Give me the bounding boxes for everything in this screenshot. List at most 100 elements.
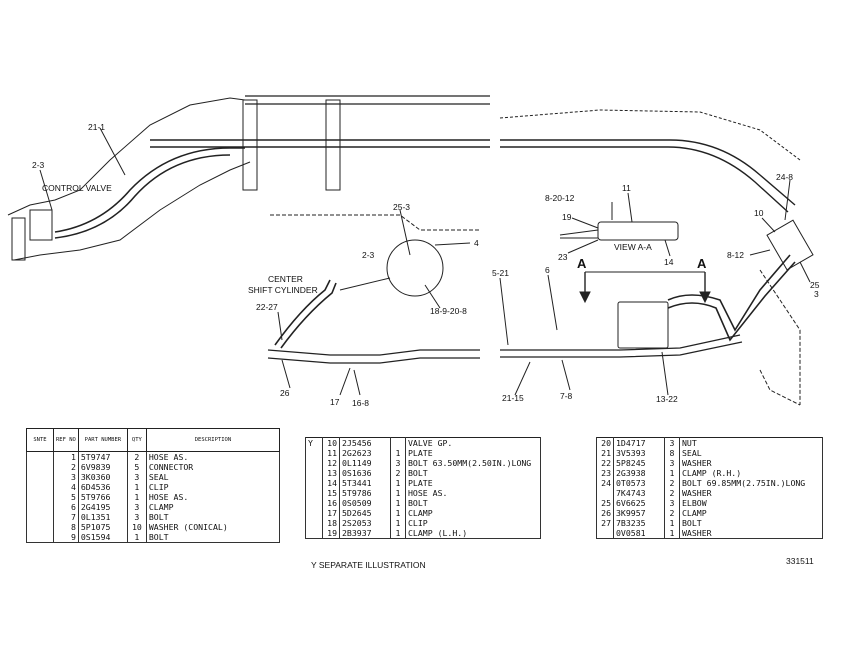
cell-ref: 27: [596, 518, 614, 528]
mid-lower-rail: [267, 349, 480, 356]
cell-ref: 3: [53, 472, 79, 482]
callout-21-1: 21-1: [88, 122, 105, 132]
cell-qty: 2: [664, 488, 680, 498]
cell-qty: 3: [390, 458, 406, 468]
cell-part: 2G3938: [613, 468, 665, 478]
hose-15b: [667, 261, 796, 342]
cell-ref: 16: [322, 498, 340, 508]
cell-ref: 2: [53, 462, 79, 472]
cell-mark: [305, 488, 323, 498]
cell-qty: 2: [126, 451, 147, 462]
cell-desc: BOLT: [145, 512, 281, 522]
cell-ref: 10: [322, 437, 340, 448]
control-valve-body: [29, 209, 53, 241]
cell-part: 5T9786: [339, 488, 391, 498]
cell-qty: 2: [664, 478, 680, 488]
cell-desc: HOSE AS.: [145, 492, 281, 502]
cell-ref: 20: [596, 437, 614, 448]
control-valve-bracket: [11, 217, 26, 261]
cell-qty: 3: [664, 437, 680, 448]
center-frame: [270, 214, 480, 231]
header-part-number: PART NUMBER: [77, 428, 128, 452]
hose-1: [54, 147, 245, 233]
frame-outline-lower-left: [13, 161, 251, 261]
cell-snte: [26, 451, 54, 462]
cell-qty: 1: [126, 492, 147, 502]
cell-mark: [305, 458, 323, 468]
cell-part: 5T3441: [339, 478, 391, 488]
cell-qty: 1: [390, 518, 406, 528]
cell-qty: 5: [126, 462, 147, 472]
cell-snte: [26, 462, 54, 472]
cell-qty: 1: [390, 528, 406, 539]
callout-18-9-20-8: 18-9-20-8: [430, 306, 467, 316]
cell-mark: [305, 448, 323, 458]
cell-part: 2G2623: [339, 448, 391, 458]
callout-8-20-12: 8-20-12: [545, 193, 575, 203]
cell-ref: 26: [596, 508, 614, 518]
cell-desc: BOLT 63.50MM(2.50IN.)LONG: [405, 458, 541, 468]
hose-5b: [280, 282, 337, 349]
cell-qty: 1: [664, 518, 680, 528]
cell-desc: VALVE GP.: [405, 437, 541, 448]
cell-part: 7B3235: [613, 518, 665, 528]
cell-part: 7K4743: [613, 488, 665, 498]
cell-ref: 7: [53, 512, 79, 522]
cell-part: 2G4195: [77, 502, 128, 512]
cell-part: 0S1594: [77, 532, 128, 543]
cell-snte: [26, 482, 54, 492]
cell-qty: 1: [664, 528, 680, 539]
callout-2-3a: 2-3: [32, 160, 45, 170]
frame-rail-mid: [150, 139, 490, 148]
callout-17: 17: [330, 397, 340, 407]
callout-5-21: 5-21: [492, 268, 509, 278]
callout-8-12: 8-12: [727, 250, 744, 260]
cell-qty: 3: [126, 512, 147, 522]
cell-desc: NUT: [679, 437, 823, 448]
frame-outline-left: [7, 97, 246, 216]
cell-ref: 9: [53, 532, 79, 543]
cell-part: 1D4717: [613, 437, 665, 448]
cell-qty: 1: [390, 448, 406, 458]
callout-23: 23: [558, 252, 568, 262]
mid-lower-rail2: [267, 357, 480, 364]
cell-desc: CLAMP (R.H.): [679, 468, 823, 478]
cell-part: 2J5456: [339, 437, 391, 448]
cell-ref: [596, 488, 614, 498]
callout-19: 19: [562, 212, 572, 222]
cell-qty: 2: [664, 508, 680, 518]
cell-part: 3K9957: [613, 508, 665, 518]
callout-6: 6: [545, 265, 550, 275]
cell-qty: 1: [390, 508, 406, 518]
cell-mark: [305, 498, 323, 508]
cell-mark: [305, 468, 323, 478]
cell-part: 3V5393: [613, 448, 665, 458]
cell-mark: [305, 508, 323, 518]
callout-24-8: 24-8: [776, 172, 793, 182]
view-aa-plate: [597, 221, 679, 241]
callout-4: 4: [474, 238, 479, 248]
cell-mark: [305, 518, 323, 528]
cell-desc: BOLT: [679, 518, 823, 528]
frame-rail-top: [245, 95, 490, 105]
cell-mark: Y: [305, 437, 323, 448]
cell-ref: 8: [53, 522, 79, 532]
hose-routing-diagram: 21-1 2-3 CONTROL VALVE 25-3 2-3 4 CENTER…: [7, 95, 820, 408]
cell-ref: 13: [322, 468, 340, 478]
callout-16-8: 16-8: [352, 398, 369, 408]
cell-desc: CLIP: [405, 518, 541, 528]
cell-snte: [26, 492, 54, 502]
right-lower-rail2: [500, 341, 743, 358]
cell-ref: 17: [322, 508, 340, 518]
